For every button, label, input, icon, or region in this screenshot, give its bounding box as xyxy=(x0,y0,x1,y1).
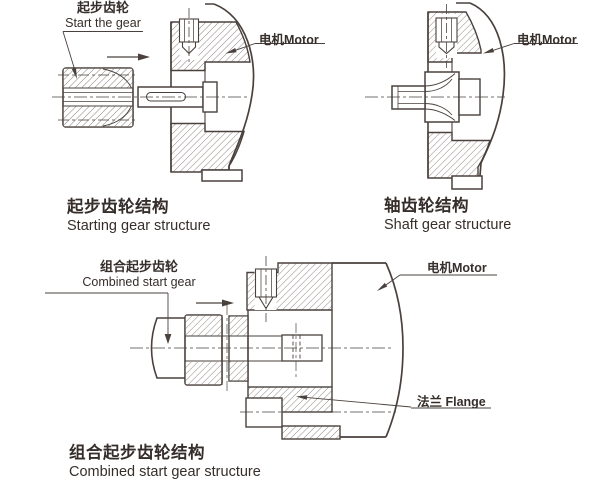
motor-leader xyxy=(483,43,578,54)
flange-leader xyxy=(296,395,491,409)
motor-leader xyxy=(225,43,325,54)
caption-starting-gear-en: Starting gear structure xyxy=(67,218,211,234)
motor-body-curve xyxy=(469,2,506,177)
combined-gear-drawing xyxy=(45,256,497,440)
motor-foot xyxy=(451,175,483,190)
caption-combined-gear-zh: 组合起步齿轮结构 xyxy=(69,444,205,462)
flange-boss xyxy=(245,397,283,428)
caption-shaft-gear-en: Shaft gear structure xyxy=(384,217,512,233)
combined-gear-label-zh: 组合起步齿轮 xyxy=(99,259,178,274)
motion-arrow xyxy=(107,53,150,61)
combined-gear-label: 组合起步齿轮 Combined start gear xyxy=(80,259,198,289)
starting-gear-drawing xyxy=(52,3,325,182)
caption-starting-gear: 起步齿轮结构 Starting gear structure xyxy=(67,193,210,234)
shaft-gear-drawing xyxy=(365,2,578,190)
start-gear-label-zh: 起步齿轮 xyxy=(76,0,129,15)
combined-gear-part xyxy=(184,314,282,386)
motor-housing-section xyxy=(245,262,404,440)
start-gear-leader xyxy=(62,31,143,79)
motor-body-curve xyxy=(385,262,404,438)
caption-combined-gear-en: Combined start gear structure xyxy=(69,464,261,480)
motor-leader xyxy=(377,274,497,291)
flange-label: 法兰 Flange xyxy=(417,395,486,409)
combined-gear-label-en: Combined start gear xyxy=(82,274,196,289)
caption-starting-gear-zh: 起步齿轮结构 xyxy=(67,198,169,216)
motor-body-curve xyxy=(213,3,255,170)
start-gear-label-en: Start the gear xyxy=(65,15,141,30)
caption-shaft-gear: 轴齿轮结构 Shaft gear structure xyxy=(384,192,511,233)
motion-arrow xyxy=(196,299,234,307)
caption-shaft-gear-zh: 轴齿轮结构 xyxy=(384,197,469,215)
caption-combined-gear: 组合起步齿轮结构 Combined start gear structure xyxy=(69,439,261,480)
combined-gear-leader xyxy=(45,292,172,344)
start-gear-part xyxy=(58,67,138,128)
motor-label-1: 电机Motor xyxy=(259,33,319,47)
motor-label-2: 电机Motor xyxy=(517,33,577,47)
motor-label-3: 电机Motor xyxy=(427,261,487,275)
motor-foot xyxy=(201,169,243,182)
start-gear-label: 起步齿轮 Start the gear xyxy=(59,0,147,30)
